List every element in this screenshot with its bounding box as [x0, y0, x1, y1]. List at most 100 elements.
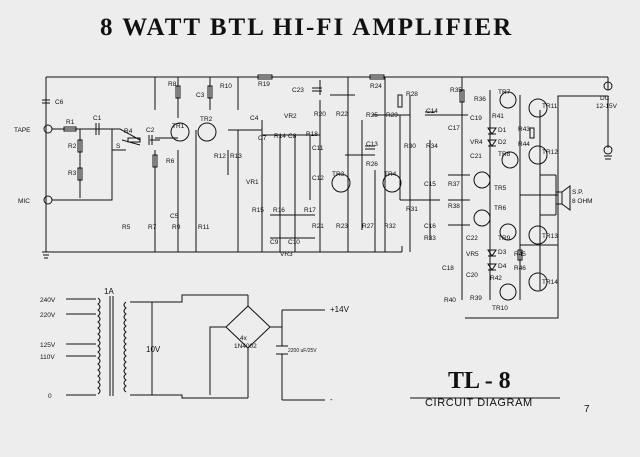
r3-resistor	[77, 167, 83, 181]
label-r18: R18	[306, 131, 318, 138]
label-r21: R21	[312, 223, 324, 230]
label-r25: R25	[366, 112, 378, 119]
label-tr7: TR7	[498, 89, 511, 96]
input-ladder	[79, 129, 113, 198]
r6-resistor	[152, 154, 158, 168]
label-c12: C12	[312, 175, 324, 182]
r45-resistor	[517, 249, 523, 261]
tap-125: 125V	[40, 342, 56, 349]
c14-capacitor	[425, 111, 435, 116]
label-r22: R22	[336, 111, 348, 118]
wiring	[45, 76, 609, 401]
ground-icon	[42, 251, 50, 259]
label-r34: R34	[426, 143, 438, 150]
label-r29: R29	[386, 112, 398, 119]
r1-resistor	[63, 126, 77, 132]
dc-plus-terminal[interactable]	[603, 81, 613, 91]
labels: TAPE MIC R1 R2 R3 C1 C6 S R4 C2 R5 R6 R7…	[14, 81, 618, 404]
label-r12: R12	[214, 153, 226, 160]
label-d1: D1	[498, 127, 507, 134]
r4-resistor	[127, 137, 141, 143]
bridge-count: 4x	[240, 335, 248, 342]
label-r19: R19	[258, 81, 270, 88]
label-r42: R42	[490, 275, 502, 282]
label-tr11: TR11	[542, 103, 558, 110]
label-c22: C22	[466, 235, 478, 242]
label-r24: R24	[370, 83, 382, 90]
tape-label: TAPE	[14, 127, 31, 134]
transformer-core	[109, 296, 114, 396]
d2-diode	[487, 139, 497, 147]
tape-jack[interactable]	[43, 124, 53, 134]
label-r16: R16	[273, 207, 285, 214]
tr12-symbol	[528, 145, 548, 165]
tone-network	[262, 100, 321, 252]
tape-line	[52, 128, 141, 141]
transformer-primary-winding	[97, 297, 101, 395]
label-c8: C8	[288, 133, 297, 140]
psu-filter-capacitor	[276, 345, 288, 355]
label-r15: R15	[252, 207, 264, 214]
label-r27: R27	[362, 223, 374, 230]
r8-resistor	[175, 85, 181, 99]
label-r39: R39	[470, 295, 482, 302]
label-r14: R14	[274, 133, 286, 140]
tr11-symbol	[528, 98, 548, 118]
ground-bus-output	[465, 95, 608, 319]
label-d3: D3	[498, 249, 507, 256]
speaker-impedance: 8 OHM	[572, 198, 593, 205]
label-r45: R45	[514, 251, 526, 258]
label-c3: C3	[196, 92, 205, 99]
tr2-symbol	[197, 122, 217, 142]
label-vr2: VR2	[284, 113, 297, 120]
label-tr2: TR2	[200, 116, 213, 123]
label-r20: R20	[314, 111, 326, 118]
dc-minus-terminal[interactable]	[603, 145, 613, 155]
label-c7: C7	[258, 135, 267, 142]
label-c15: C15	[424, 181, 436, 188]
label-tr5: TR5	[494, 185, 507, 192]
psu-cap-value: 2200 uF/25V	[288, 348, 317, 354]
transformer-secondary-winding	[123, 301, 127, 393]
label-tr4: TR4	[384, 171, 397, 178]
speaker-label: S.P.	[572, 189, 584, 196]
tr6-symbol	[473, 209, 491, 227]
label-r40: R40	[444, 297, 456, 304]
tr10-symbol	[499, 283, 517, 301]
label-r2: R2	[68, 143, 77, 150]
label-r5: R5	[122, 224, 131, 231]
c23-capacitor	[312, 87, 322, 92]
label-c2: C2	[146, 127, 155, 134]
label-tr6: TR6	[494, 205, 507, 212]
label-r7: R7	[148, 224, 157, 231]
tap-240: 240V	[40, 297, 56, 304]
dc-label: DC	[600, 95, 610, 102]
c2-capacitor	[148, 135, 153, 145]
label-tr14: TR14	[542, 279, 558, 286]
r19-resistor	[257, 74, 273, 80]
mic-label: MIC	[18, 198, 30, 205]
label-r1: R1	[66, 119, 75, 126]
mic-jack[interactable]	[43, 195, 53, 205]
label-r9: R9	[172, 224, 181, 231]
label-r17: R17	[304, 207, 316, 214]
label-tr10: TR10	[492, 305, 508, 312]
psu-primary-leads	[66, 298, 96, 396]
diagram-caption: CIRCUIT DIAGRAM	[425, 397, 533, 409]
tr7-symbol	[499, 91, 517, 109]
tap-0: 0	[48, 393, 52, 400]
label-d2: D2	[498, 139, 507, 146]
label-r8: R8	[168, 81, 177, 88]
label-tr13: TR13	[542, 233, 558, 240]
psu-secondary	[130, 294, 248, 399]
c1-capacitor	[95, 123, 100, 135]
diagram-title: 8 WATT BTL HI-FI AMPLIFIER	[100, 14, 514, 41]
r35-resistor	[459, 89, 465, 103]
label-c1: C1	[93, 115, 102, 122]
label-vr3: VR3	[280, 251, 293, 258]
label-r38: R38	[448, 203, 460, 210]
tr4-symbol	[382, 173, 402, 193]
tr9-symbol	[499, 223, 517, 241]
label-c11: C11	[312, 145, 324, 152]
